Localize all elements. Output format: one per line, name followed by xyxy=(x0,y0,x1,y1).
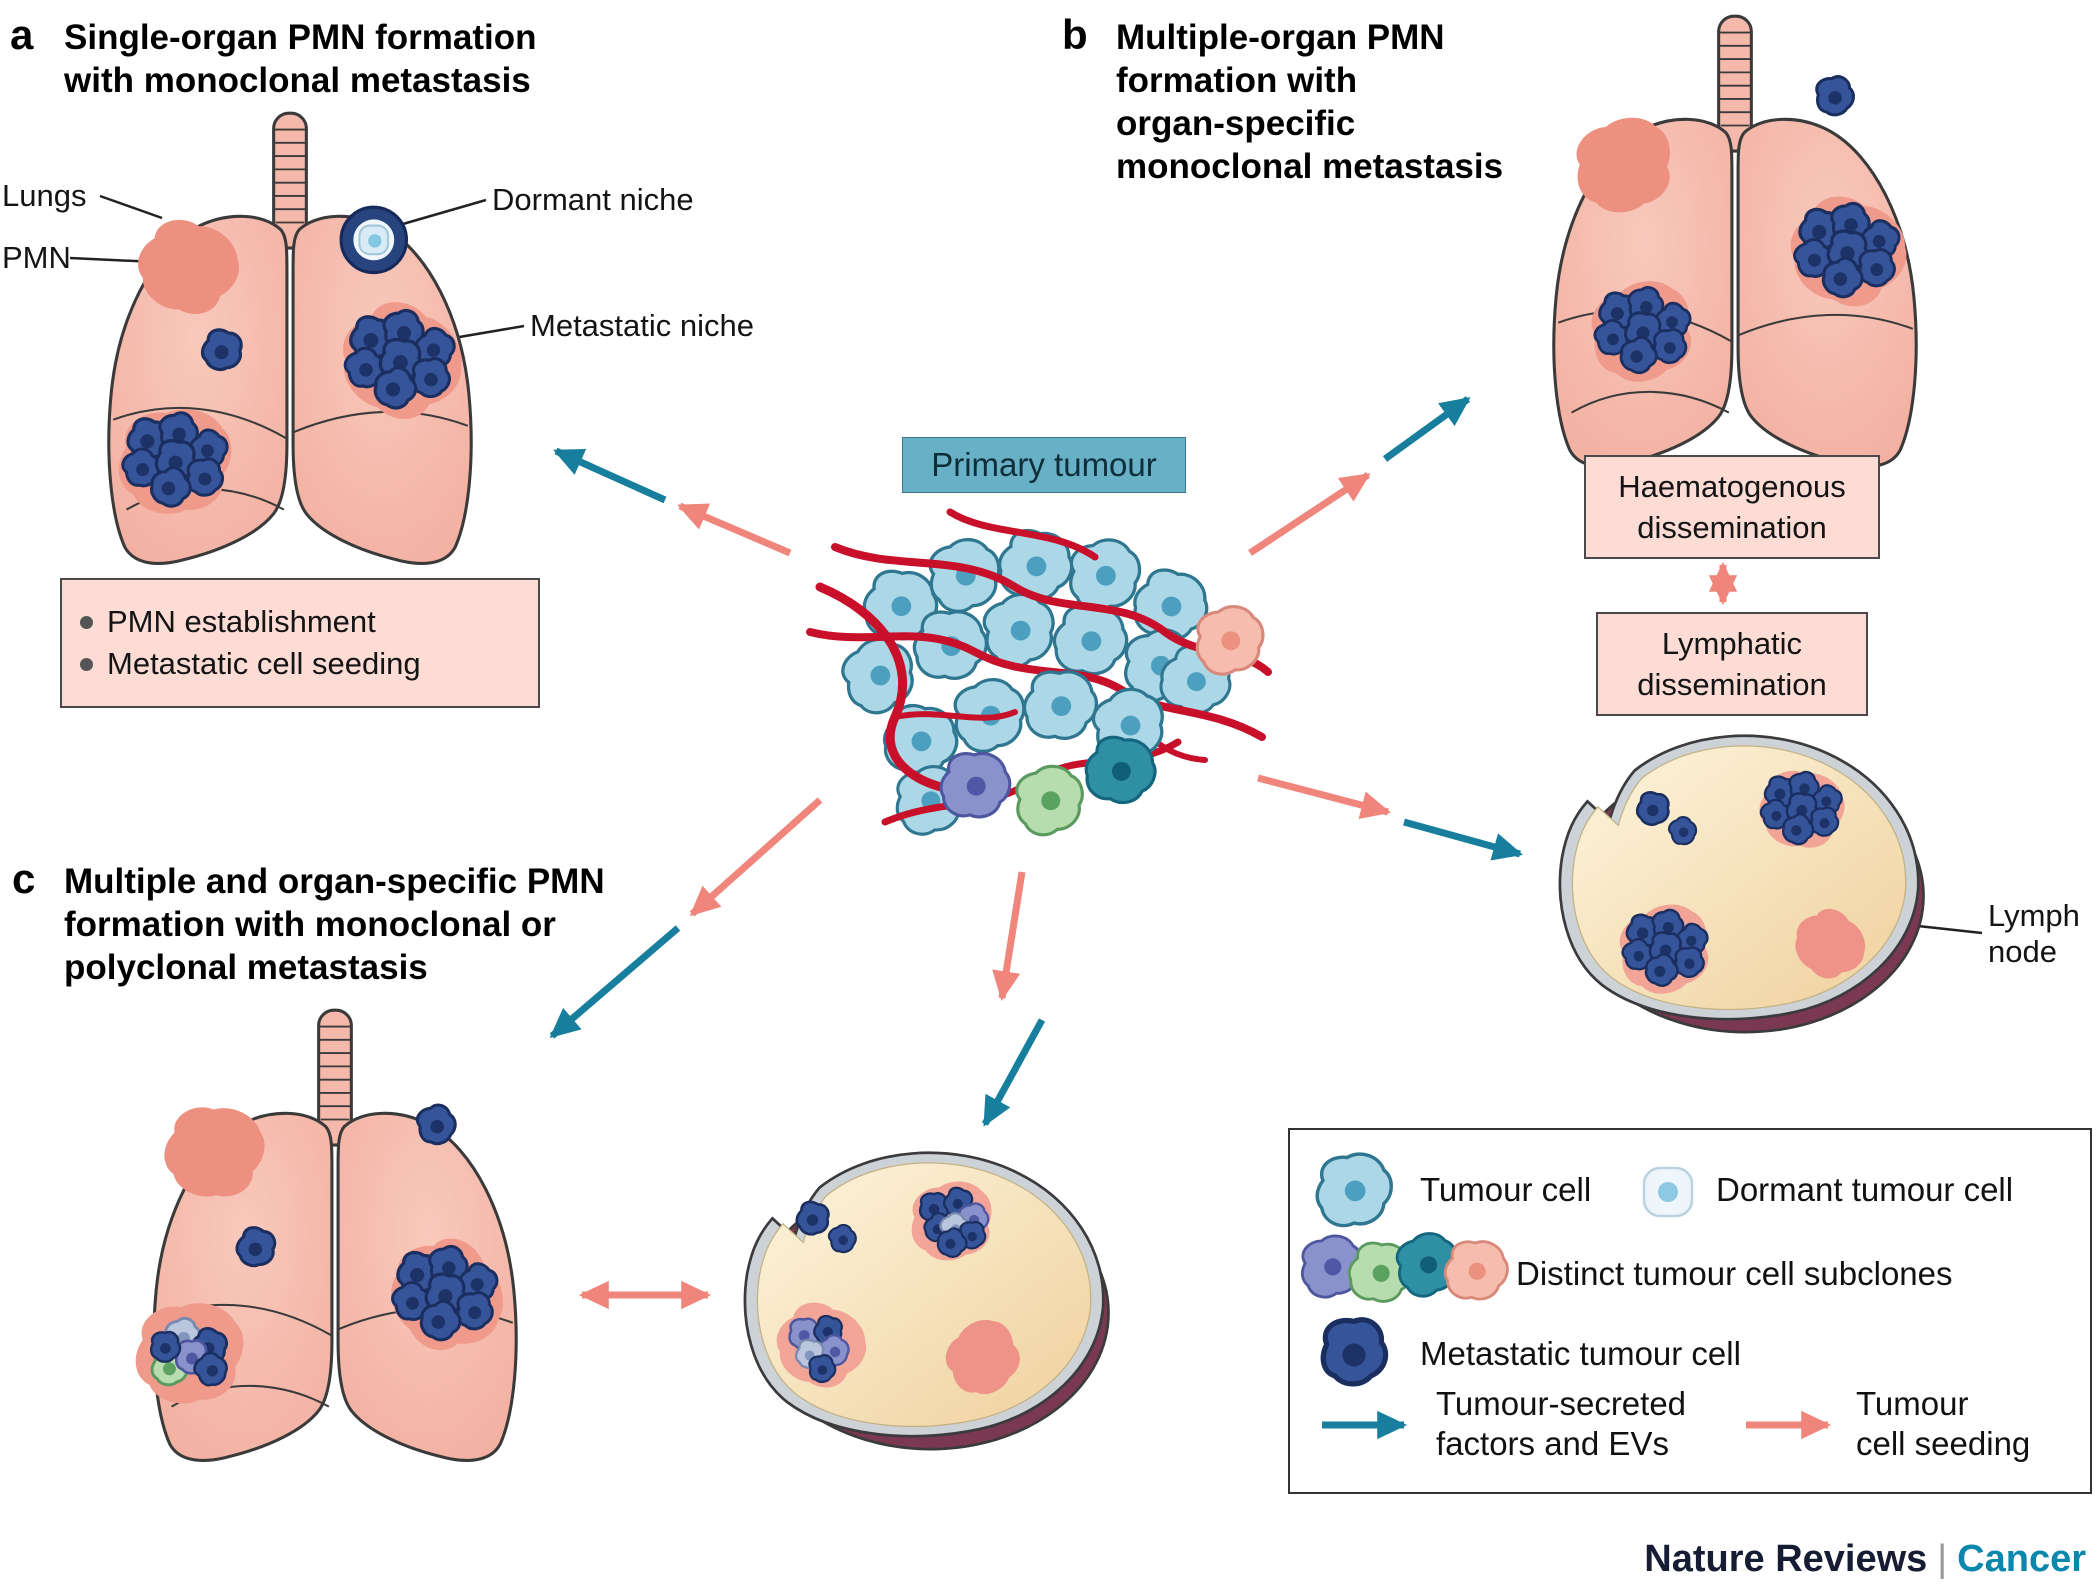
tumour-secreted-factors-arrow-icon xyxy=(1322,1410,1408,1440)
panel-b-title-line-1: Multiple-organ PMN xyxy=(1116,18,1445,57)
haematogenous-line-2: dissemination xyxy=(1637,510,1827,545)
metastatic-niche-label: Metastatic niche xyxy=(530,308,754,343)
seeding-arrow-to-panel-a xyxy=(677,502,792,557)
dormant-niche-label: Dormant niche xyxy=(492,182,694,217)
primary-tumour-label: Primary tumour xyxy=(902,437,1186,493)
panel-c-title-line-2: formation with monoclonal or xyxy=(64,905,556,944)
tumour-cell-seeding-label: Tumour cell seeding xyxy=(1856,1384,2030,1464)
tumour-secreted-line-2: factors and EVs xyxy=(1436,1425,1669,1462)
haematogenous-line-1: Haematogenous xyxy=(1618,469,1846,504)
lymphatic-line-1: Lymphatic xyxy=(1661,626,1803,661)
panel-b-title: Multiple-organ PMN formation with organ-… xyxy=(1116,16,1503,188)
primary-tumour-illustration xyxy=(806,508,1272,842)
journal-brand: Nature Reviews xyxy=(1644,1538,1928,1580)
seeding-arrow-to-lymph-node xyxy=(1257,774,1392,819)
lungs-label: Lungs xyxy=(2,178,87,213)
tumour-vessels xyxy=(806,508,1272,826)
metastatic-cell-icon xyxy=(1812,72,1858,120)
tumour-secreted-line-1: Tumour-secreted xyxy=(1436,1385,1687,1422)
panel-a-summary-box: PMN establishment Metastatic cell seedin… xyxy=(60,578,540,708)
lymph-node-illustration-b xyxy=(1540,716,1940,1043)
lymph-node-label-line-2: node xyxy=(1988,934,2057,969)
panel-b-title-line-4: monoclonal metastasis xyxy=(1116,147,1504,186)
journal-name: Cancer xyxy=(1957,1538,2086,1580)
tumour-cell-icon xyxy=(1315,1152,1393,1228)
panel-a-title: Single-organ PMN formation with monoclon… xyxy=(64,16,537,102)
seeding-arrow-to-bottom-node xyxy=(992,871,1026,1002)
lungs-illustration-b xyxy=(1552,14,1923,468)
factors-arrow-to-bottom-node xyxy=(981,1018,1046,1127)
legend: Tumour cell Dormant tumour cell Distinct… xyxy=(1288,1128,2092,1494)
footer-separator: | xyxy=(1937,1538,1948,1580)
dormant-niche xyxy=(339,205,409,275)
bullet-text: PMN establishment xyxy=(107,604,376,639)
panel-b-letter: b xyxy=(1062,11,1088,58)
tumour-cell-label: Tumour cell xyxy=(1420,1171,1592,1208)
factors-arrow-to-panel-a xyxy=(553,447,667,504)
lymph-node-label: Lymph node xyxy=(1988,898,2080,970)
panel-a-title-line-2: with monoclonal metastasis xyxy=(64,61,531,100)
polyclonal-metastatic-niche xyxy=(135,1303,244,1404)
bullet-text: Metastatic cell seeding xyxy=(107,646,421,681)
bullet-item: Metastatic cell seeding xyxy=(80,646,520,682)
panel-b-title-line-2: formation with xyxy=(1116,61,1358,100)
panel-a-title-line-1: Single-organ PMN formation xyxy=(64,18,537,57)
bullet-item: PMN establishment xyxy=(80,604,520,640)
tumour-cell-seeding-arrow-icon xyxy=(1746,1410,1832,1440)
lungs-illustration-c xyxy=(135,1008,520,1462)
lungs-illustration-a xyxy=(107,111,481,565)
lymph-node-illustration-c xyxy=(725,1133,1125,1460)
metastatic-tumour-cell-icon xyxy=(1318,1326,1390,1384)
panel-b-title-line-3: organ-specific xyxy=(1116,104,1356,143)
tumour-seeding-line-1: Tumour xyxy=(1856,1385,1969,1422)
lymph-node xyxy=(1560,736,1923,1032)
seeding-arrow-to-panel-c xyxy=(689,797,823,917)
lymphatic-dissemination-box: Lymphatic dissemination xyxy=(1596,612,1868,716)
tumour-seeding-line-2: cell seeding xyxy=(1856,1425,2031,1462)
bullet-icon xyxy=(80,615,93,629)
lymphatic-line-2: dissemination xyxy=(1637,667,1827,702)
dormant-tumour-cell-icon xyxy=(1642,1166,1694,1218)
journal-footer: Nature Reviews|Cancer xyxy=(1644,1538,2086,1581)
factors-arrow-to-panel-b xyxy=(1382,396,1471,462)
panel-c-letter: c xyxy=(12,855,36,902)
distinct-subclones-icon xyxy=(1295,1224,1514,1311)
metastatic-niche xyxy=(118,409,234,514)
factors-arrow-to-lymph-node xyxy=(1403,818,1524,861)
bullet-icon xyxy=(80,657,93,671)
metastatic-tumour-cell-label: Metastatic tumour cell xyxy=(1420,1335,1741,1372)
dormant-tumour-cell-label: Dormant tumour cell xyxy=(1716,1171,2014,1208)
tumour-secreted-factors-label: Tumour-secreted factors and EVs xyxy=(1436,1384,1686,1464)
panel-c-title: Multiple and organ-specific PMN formatio… xyxy=(64,860,605,989)
panel-c-title-line-1: Multiple and organ-specific PMN xyxy=(64,862,605,901)
pmn-label: PMN xyxy=(2,240,71,275)
distinct-subclones-label: Distinct tumour cell subclones xyxy=(1516,1255,1953,1292)
panel-a-letter: a xyxy=(10,11,34,58)
lymph-node-label-line-1: Lymph xyxy=(1988,898,2080,933)
haematogenous-dissemination-box: Haematogenous dissemination xyxy=(1584,455,1880,559)
panel-c-title-line-3: polyclonal metastasis xyxy=(64,948,428,987)
